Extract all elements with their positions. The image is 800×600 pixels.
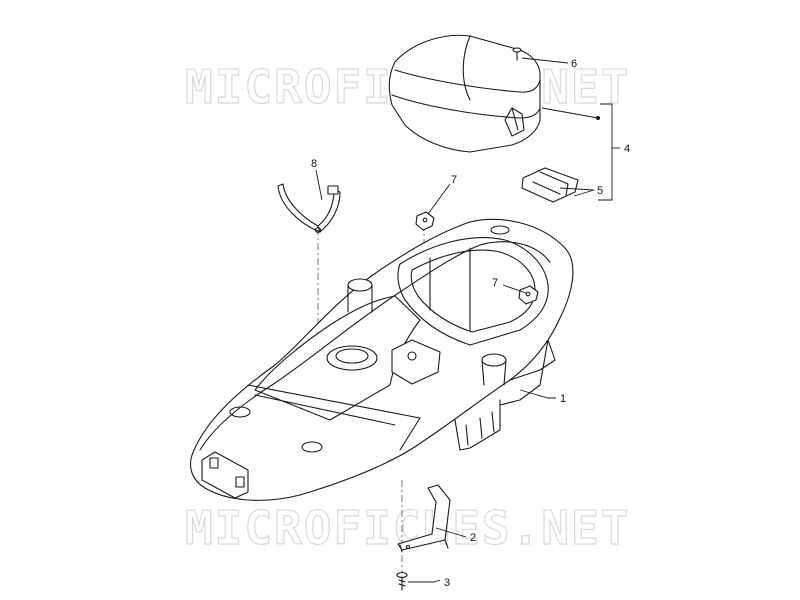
leader-4-bracket: [598, 103, 613, 201]
part-3-screw: [396, 571, 408, 591]
leader-4-lid: [541, 107, 599, 119]
leader-6: [521, 57, 569, 64]
part-7-clip-lower: [518, 285, 539, 305]
leader-3: [408, 579, 441, 583]
callout-3: 3: [444, 577, 450, 589]
part-7-clip-upper: [415, 211, 435, 231]
callout-6: 6: [571, 58, 577, 70]
leader-7-lower: [502, 284, 527, 294]
callout-7-upper: 7: [451, 174, 457, 186]
part-5-pads: [521, 167, 579, 203]
callout-7-lower: 7: [492, 277, 498, 289]
leader-2: [435, 527, 467, 538]
part-6-screw: [512, 47, 522, 61]
leader-7-upper: [427, 183, 451, 215]
part-8-strap: [277, 183, 341, 234]
part-2-bracket: [397, 484, 451, 553]
callout-4: 4: [624, 143, 630, 155]
leader-1: [519, 389, 556, 399]
callout-5: 5: [597, 185, 603, 197]
leader-5a: [559, 187, 595, 191]
callout-1: 1: [560, 393, 566, 405]
leader-4-dot: [596, 116, 600, 120]
callout-2: 2: [470, 532, 476, 544]
leader-8: [315, 169, 323, 201]
part-1-helmet-compartment: [189, 218, 574, 501]
leader-5b: [573, 189, 595, 197]
part-4-compartment-lid: [388, 34, 541, 153]
callout-8: 8: [311, 158, 317, 170]
